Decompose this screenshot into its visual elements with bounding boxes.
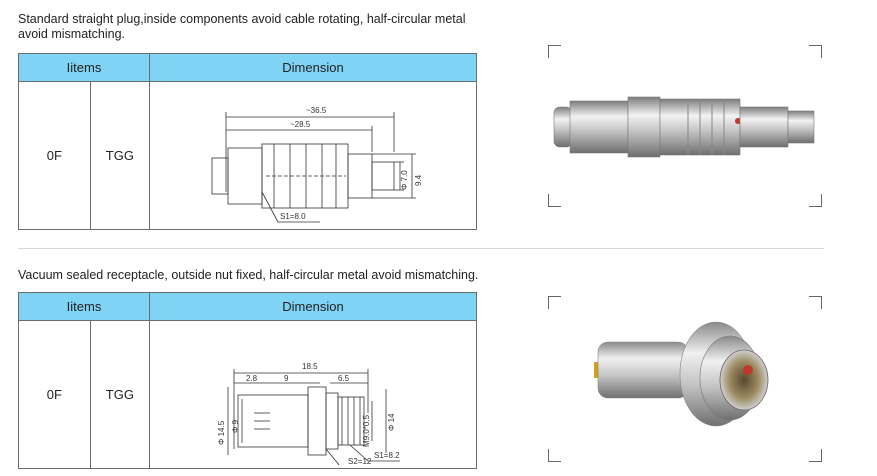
section1-description: Standard straight plug,inside components… [18,12,465,42]
frame-corner-bottom-right [809,194,822,207]
section1-dim-inner: Φ 7.0 [400,170,409,190]
section2-dim-c: 6.5 [338,374,350,383]
section1-header-items: Iitems [18,53,150,82]
section2-dimension-drawing-cell: 18.5 2.8 9 6.5 Φ 14.5 Φ 9 M9.0*0.5 Φ 14 … [149,320,477,472]
section1-spec-table: Iitems Dimension 0F TGG [18,53,477,230]
section1-description-line1: Standard straight plug,inside components… [18,12,466,26]
section2-description: Vacuum sealed receptacle, outside nut fi… [18,268,478,283]
frame-corner-bottom-left [548,194,561,207]
section2-dim-thread: M9.0*0.5 [362,414,371,447]
frame-corner-top-left [548,296,561,309]
section2-dim-flange: Φ 14.5 [217,420,226,445]
section1-dim-body: ~28.5 [290,120,311,129]
section1-dim-wrench: S1=8.0 [280,212,306,221]
section2-dim-body: Φ 9 [231,419,240,433]
section2-type-cell: TGG [89,320,151,469]
section1-plug-drawing: ~36.5 ~28.5 Φ 7.0 9.4 S1=8.0 [211,106,423,223]
section1-dim-overall: ~36.5 [306,106,327,115]
section2-receptacle-photo [594,321,769,427]
section1-dim-outer: 9.4 [414,174,423,186]
section2-description-line1: Vacuum sealed receptacle, outside nut fi… [18,268,479,282]
section2-dim-nut: Φ 14 [387,413,396,431]
red-dot-marker [743,365,753,375]
section1-dimension-drawing-cell: ~36.5 ~28.5 Φ 7.0 9.4 S1=8.0 [149,81,477,230]
section2-receptacle-drawing: 18.5 2.8 9 6.5 Φ 14.5 Φ 9 M9.0*0.5 Φ 14 … [217,362,400,472]
section2-spec-table: Iitems Dimension 0F TGG [18,292,477,472]
section1-description-line2: avoid mismatching. [18,27,125,41]
section2-header-items: Iitems [18,292,150,321]
section1-header-dimension: Dimension [149,53,477,82]
section-divider [18,248,824,249]
section1-model-cell: 0F [18,81,91,230]
section2-model-cell: 0F [18,320,91,469]
section2-header-dimension: Dimension [149,292,477,321]
frame-corner-top-left [548,45,561,58]
section2-dim-overall: 18.5 [302,362,318,371]
section2-dim-s1: S1=8.2 [374,451,400,460]
section1-photo-frame [548,45,822,207]
section2-dim-b: 9 [284,374,289,383]
section1-plug-photo [553,96,815,158]
section2-dim-s2: S2=12 [348,457,372,465]
frame-corner-top-right [809,296,822,309]
section2-dim-a: 2.8 [246,374,258,383]
red-dot-marker [735,118,741,124]
section1-type-cell: TGG [89,81,151,230]
frame-corner-bottom-left [548,449,561,462]
section2-photo-frame [548,296,822,462]
frame-corner-bottom-right [809,449,822,462]
frame-corner-top-right [809,45,822,58]
